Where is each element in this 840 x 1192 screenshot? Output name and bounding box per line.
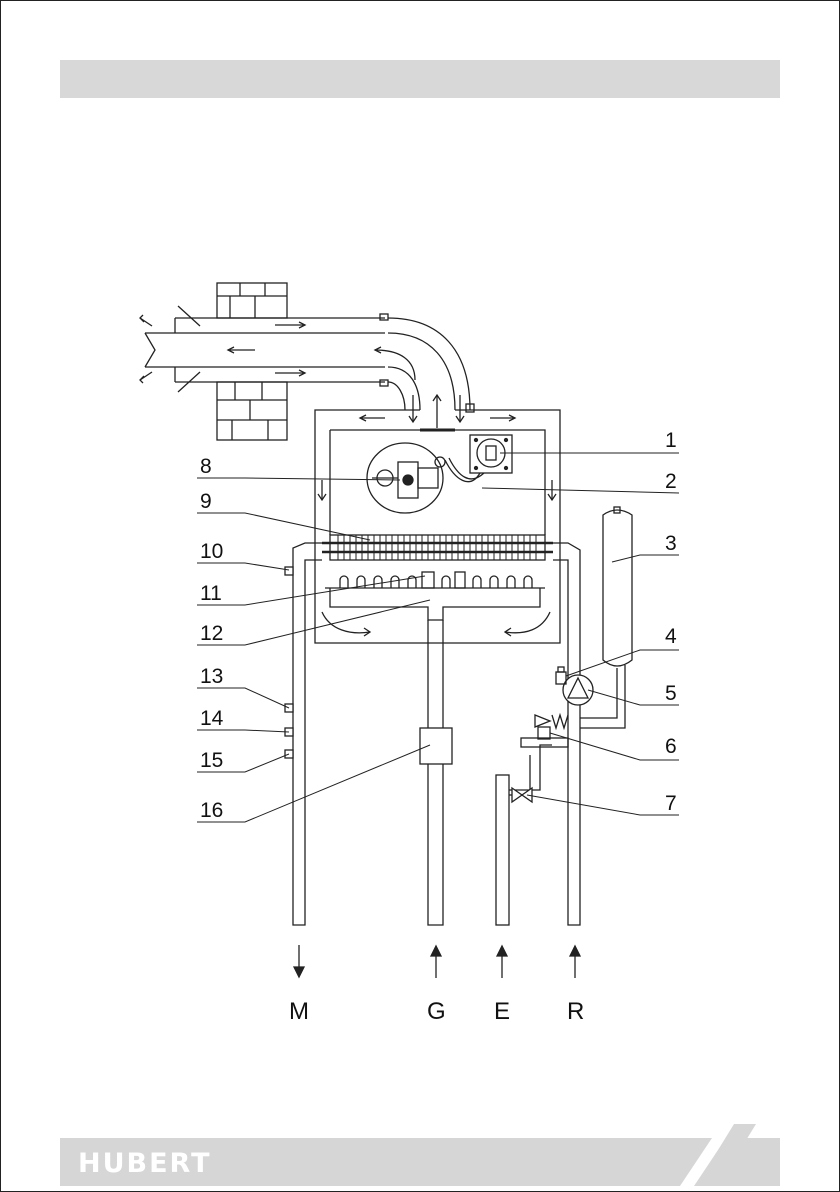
brand-logo: HUBERT bbox=[78, 1148, 212, 1179]
